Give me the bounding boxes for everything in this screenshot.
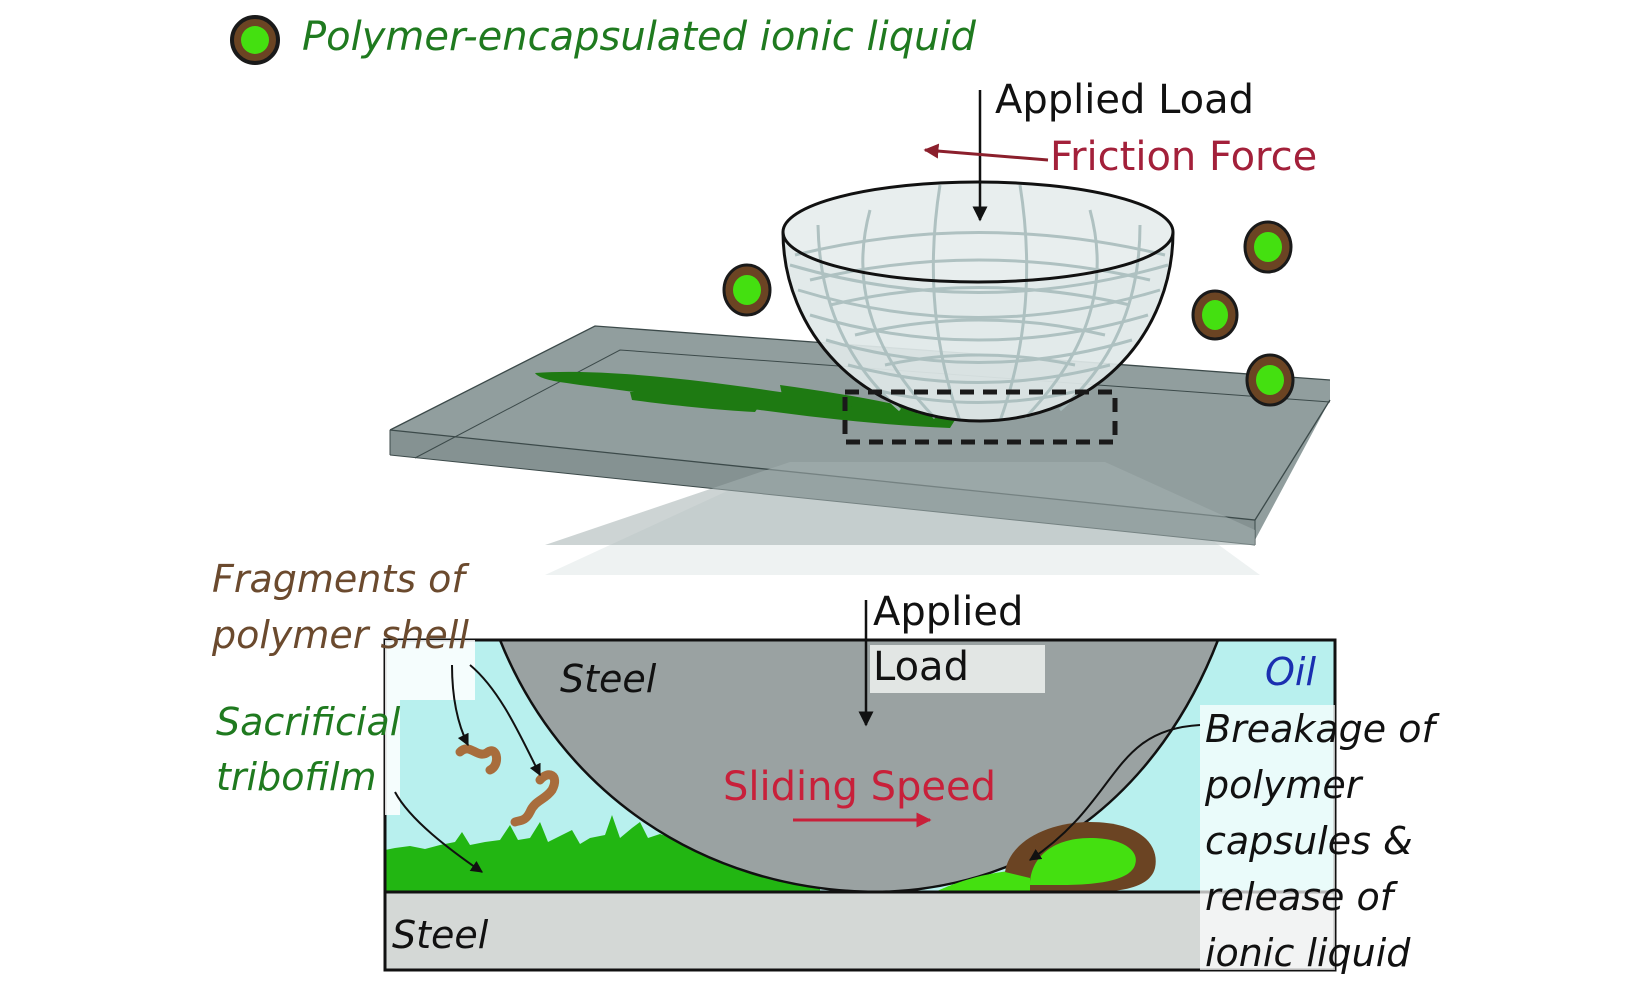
steel-substrate [385, 892, 1335, 970]
top-view: Applied Load Friction Force [389, 77, 1331, 575]
ball-steel-label: Steel [560, 657, 657, 701]
breakage-label-line: Breakage of [1205, 707, 1440, 751]
oil-label: Oil [1265, 650, 1316, 694]
fragment-pointer-arrow [469, 664, 541, 777]
breakage-label-line: release of [1205, 875, 1399, 919]
capsule-icon [230, 15, 280, 65]
fragments-label-line2: polymer shell [211, 613, 469, 657]
tribofilm-label-line1: Sacrificial [216, 700, 401, 744]
broken-capsule [1005, 822, 1156, 892]
substrate-steel-label: Steel [392, 913, 489, 957]
tribofilm-label-line2: tribofilm [216, 755, 377, 799]
breakage-pointer-arrow [1029, 724, 1201, 861]
steel-ball-wireframe [781, 180, 1175, 423]
polymer-fragment [455, 744, 501, 775]
fragments-label-line1: Fragments of [212, 557, 470, 601]
capsule-icon [1243, 220, 1293, 274]
applied-load-label: Applied Load [995, 77, 1254, 123]
tribofilm [385, 815, 820, 892]
breakage-label-line: ionic liquid [1205, 931, 1411, 975]
breakage-label-line: polymer [1204, 763, 1364, 807]
tribofilm-pointer-arrow [394, 791, 483, 873]
applied-load-label-line2: Load [873, 644, 969, 690]
capsule-icon [1191, 289, 1239, 341]
cross-section: Applied Load Sliding Speed Steel Steel O… [211, 557, 1440, 975]
capsule-icon [722, 263, 772, 317]
fragment-pointer-arrow [451, 664, 469, 747]
wear-track [535, 371, 955, 428]
legend: Polymer-encapsulated ionic liquid [230, 14, 977, 65]
steel-ball-section [500, 640, 1218, 892]
capsule-icon [1245, 353, 1295, 407]
polymer-fragment [510, 770, 560, 827]
applied-load-label-line1: Applied [873, 589, 1023, 635]
breakage-label-line: capsules & [1205, 819, 1413, 863]
breakage-label: Breakage of polymer capsules & release o… [1204, 707, 1440, 975]
sliding-speed-label: Sliding Speed [723, 764, 996, 810]
legend-label: Polymer-encapsulated ionic liquid [302, 14, 977, 60]
friction-force-arrow [923, 143, 1049, 162]
friction-force-label: Friction Force [1050, 134, 1317, 180]
